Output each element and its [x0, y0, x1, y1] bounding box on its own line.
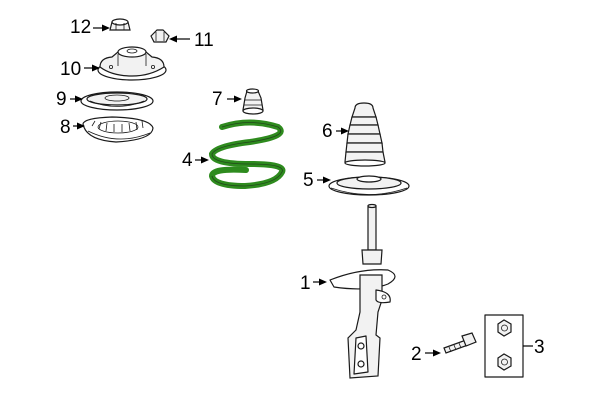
dust-boot-part[interactable]	[344, 102, 386, 167]
lower-spring-seat-part[interactable]	[328, 175, 410, 196]
bump-stop-part[interactable]	[242, 88, 264, 115]
callout-12: 12	[70, 17, 91, 38]
callout-8: 8	[60, 117, 71, 138]
bolt-part[interactable]	[443, 332, 477, 354]
callout-5: 5	[303, 170, 314, 191]
strut-mount-part[interactable]	[97, 46, 167, 81]
upper-spring-insulator-part[interactable]	[82, 116, 154, 143]
callout-7: 7	[212, 89, 223, 110]
callout-6: 6	[322, 121, 333, 142]
callout-4: 4	[182, 150, 193, 171]
mount-nut-part[interactable]	[150, 29, 170, 43]
callout-10: 10	[60, 59, 81, 80]
strut-nut-part[interactable]	[109, 18, 131, 31]
callout-3: 3	[534, 337, 545, 358]
callout-2: 2	[411, 344, 422, 365]
callouts: 12 11 10 9 8 7 6 5 4	[56, 17, 545, 365]
nut-kit-part[interactable]	[484, 314, 524, 378]
coil-spring-part[interactable]	[208, 119, 286, 190]
callout-11: 11	[194, 30, 214, 51]
strut-assembly-part[interactable]	[329, 203, 396, 379]
callout-9: 9	[56, 89, 67, 110]
callout-1: 1	[300, 273, 311, 294]
upper-spring-seat-part[interactable]	[80, 91, 154, 111]
